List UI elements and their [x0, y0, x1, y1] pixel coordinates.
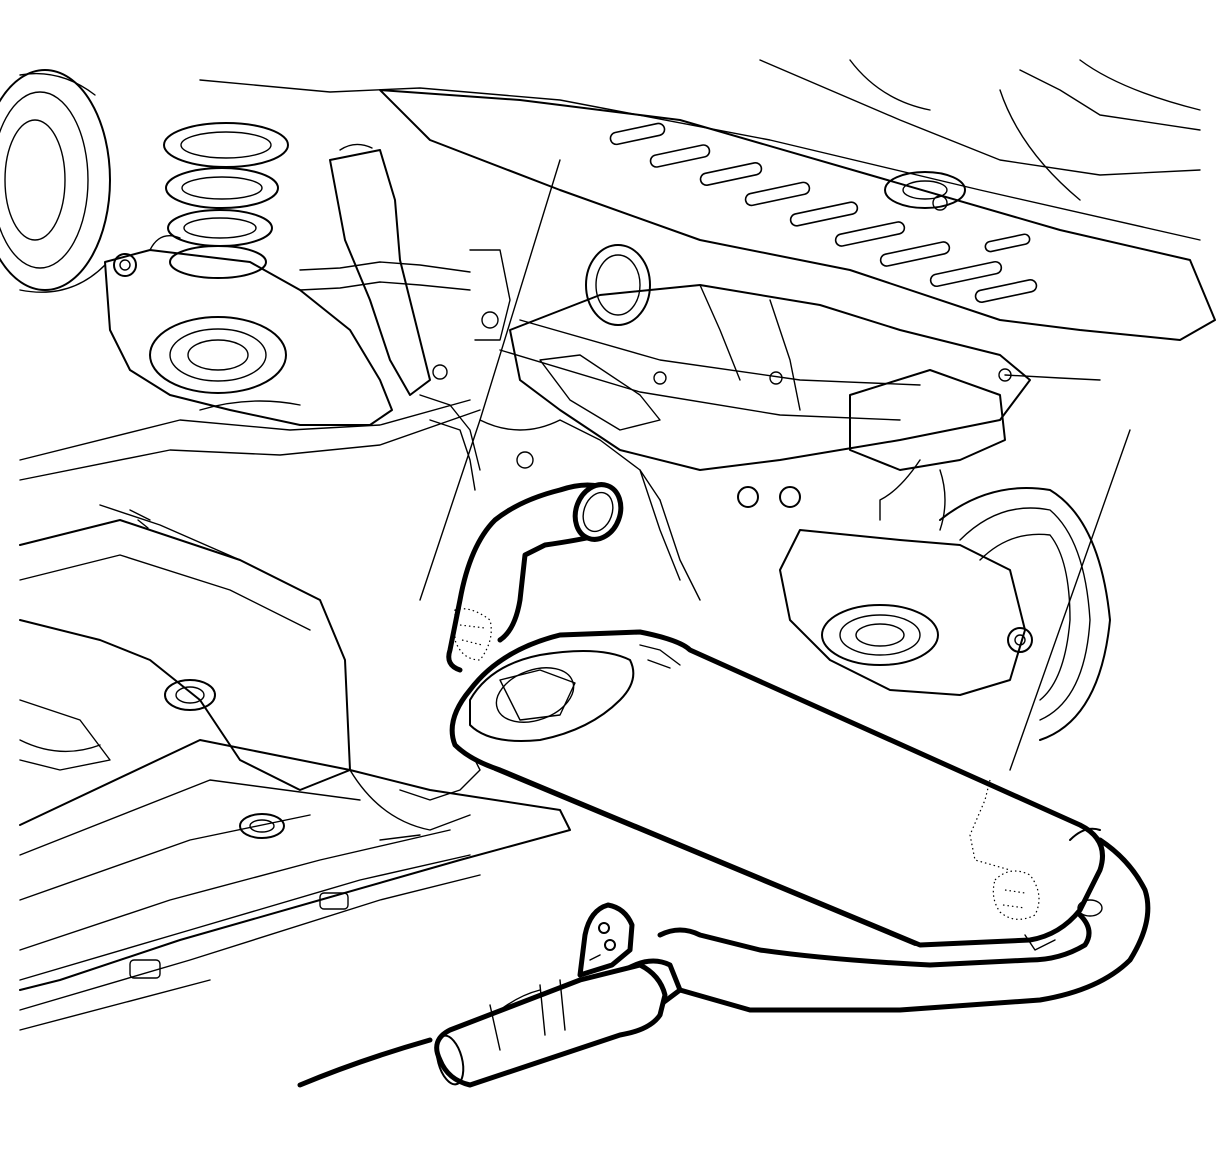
right-wheel-drum — [939, 487, 1111, 741]
rear-axle-crossmember — [479, 244, 1031, 601]
muffler-inlet-pipe — [446, 482, 624, 673]
tailpipe — [657, 827, 1151, 1013]
left-coil-spring — [163, 122, 289, 279]
exhaust-system — [297, 482, 1151, 1088]
right-trailing-arm — [779, 368, 1101, 696]
left-trailing-arm — [104, 235, 393, 426]
left-frame-rail — [19, 504, 351, 791]
callout-boundary — [419, 159, 1131, 771]
rocker-panel — [19, 739, 571, 1031]
brake-lines — [19, 394, 481, 491]
tailpipe-tip — [297, 958, 683, 1088]
tailpipe-hanger — [577, 902, 635, 978]
floor-pan — [199, 59, 1216, 341]
floor-vent-slots — [609, 122, 1038, 303]
underbody-structure — [0, 59, 1216, 1031]
left-stabilizer-link — [299, 143, 511, 396]
left-wheel-drum — [0, 69, 111, 293]
muffler-body — [449, 629, 1105, 948]
